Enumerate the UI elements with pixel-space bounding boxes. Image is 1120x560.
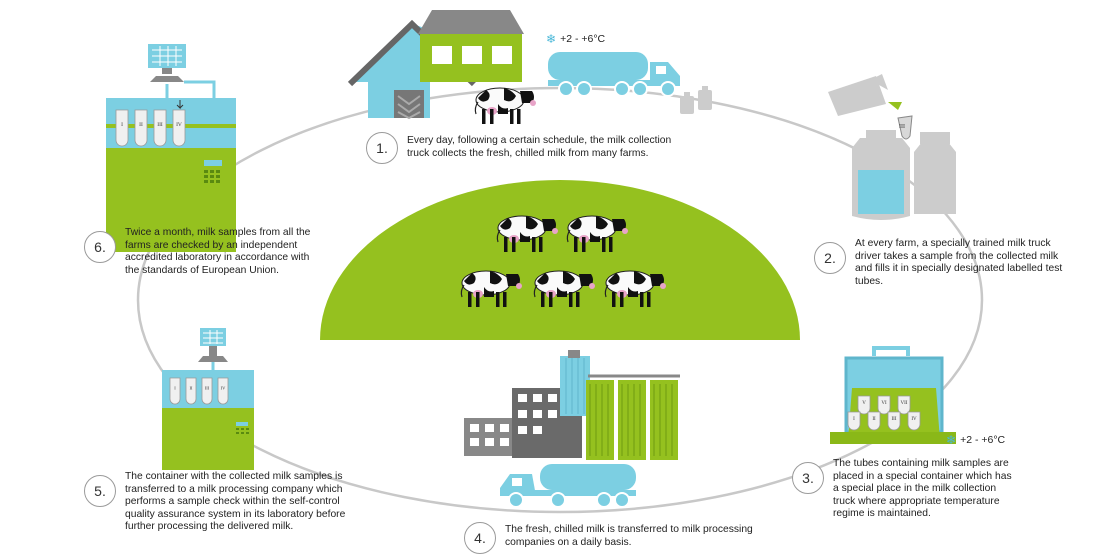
step-text: The container with the collected milk sa… [125, 471, 346, 533]
laboratory-icon [106, 44, 236, 252]
step-number: 3. [792, 462, 824, 494]
test-tube-icon [897, 395, 911, 415]
test-tube-icon [887, 411, 901, 431]
step-text: The fresh, chilled milk is transferred t… [505, 524, 753, 548]
temperature-label: ❄ +2 - +6°C [546, 32, 605, 46]
test-tube-label: IV [911, 417, 917, 422]
cow-icon [474, 87, 537, 125]
step-number: 1. [366, 132, 398, 164]
computer-monitor-icon [148, 44, 186, 82]
test-tube-label: II [190, 386, 193, 391]
test-tube-icon [847, 411, 861, 431]
snowflake-icon: ❄ [946, 433, 957, 447]
test-tube-label: I [121, 122, 123, 128]
step-number: 5. [84, 475, 116, 507]
milk-truck-icon [500, 464, 636, 508]
step-text: Twice a month, milk samples from all the… [125, 227, 311, 276]
test-tube-icon [877, 395, 891, 415]
step-2: 2. At every farm, a specially trained mi… [814, 238, 1082, 288]
temperature-text: +2 - +6°C [960, 434, 1006, 446]
step-number: 4. [464, 522, 496, 554]
test-tube-icon [857, 395, 871, 415]
test-tube-icon [907, 411, 921, 431]
step-3: 3. The tubes containing milk samples are… [792, 458, 1016, 521]
computer-monitor-icon [198, 328, 228, 362]
test-tube-label: III [892, 417, 897, 422]
step-1: 1. Every day, following a certain schedu… [366, 132, 696, 164]
test-tube-label: III [157, 122, 163, 128]
step-5: 5. The container with the collected milk… [84, 471, 354, 534]
test-tube-icon [115, 109, 129, 147]
test-tube-icon [185, 377, 197, 405]
test-tube-icon [867, 411, 881, 431]
test-tube-label: VII [901, 401, 908, 406]
step-text: The tubes containing milk samples are pl… [833, 458, 1012, 520]
step-text: At every farm, a specially trained milk … [855, 238, 1063, 287]
test-tube-icon [169, 377, 181, 405]
step-number: 2. [814, 242, 846, 274]
test-tube-icon [201, 377, 213, 405]
step-text: Every day, following a certain schedule,… [407, 135, 672, 159]
test-tube-icon [172, 109, 186, 147]
temperature-text: +2 - +6°C [560, 33, 606, 45]
step-4: 4. The fresh, chilled milk is transferre… [464, 522, 764, 554]
silo-icon [560, 350, 680, 460]
milk-can-icon: III [828, 74, 956, 220]
test-tube-label: III [899, 124, 905, 130]
test-tube-label: I [853, 417, 855, 422]
factory-icon [464, 350, 680, 460]
test-tube-icon [134, 109, 148, 147]
test-tube-label: II [139, 122, 143, 128]
test-tube-label: II [872, 417, 876, 422]
test-tube-label: III [205, 386, 210, 391]
milk-truck-icon [548, 52, 680, 97]
test-tube-label: VI [881, 401, 887, 406]
farm-house-icon [347, 10, 524, 120]
test-tube-label: IV [176, 122, 182, 128]
step-number: 6. [84, 231, 116, 263]
milk-can-icon [680, 86, 712, 114]
test-tube-label: I [174, 386, 176, 391]
test-tube-label: IV [221, 386, 226, 391]
pasture-hill [320, 180, 800, 340]
test-tube-label: V [862, 401, 866, 406]
snowflake-icon: ❄ [546, 32, 557, 46]
step-6: 6. Twice a month, milk samples from all … [84, 227, 312, 277]
temperature-label: ❄ +2 - +6°C [946, 433, 1005, 447]
test-tube-icon [217, 377, 229, 405]
test-tube-icon [153, 109, 167, 147]
